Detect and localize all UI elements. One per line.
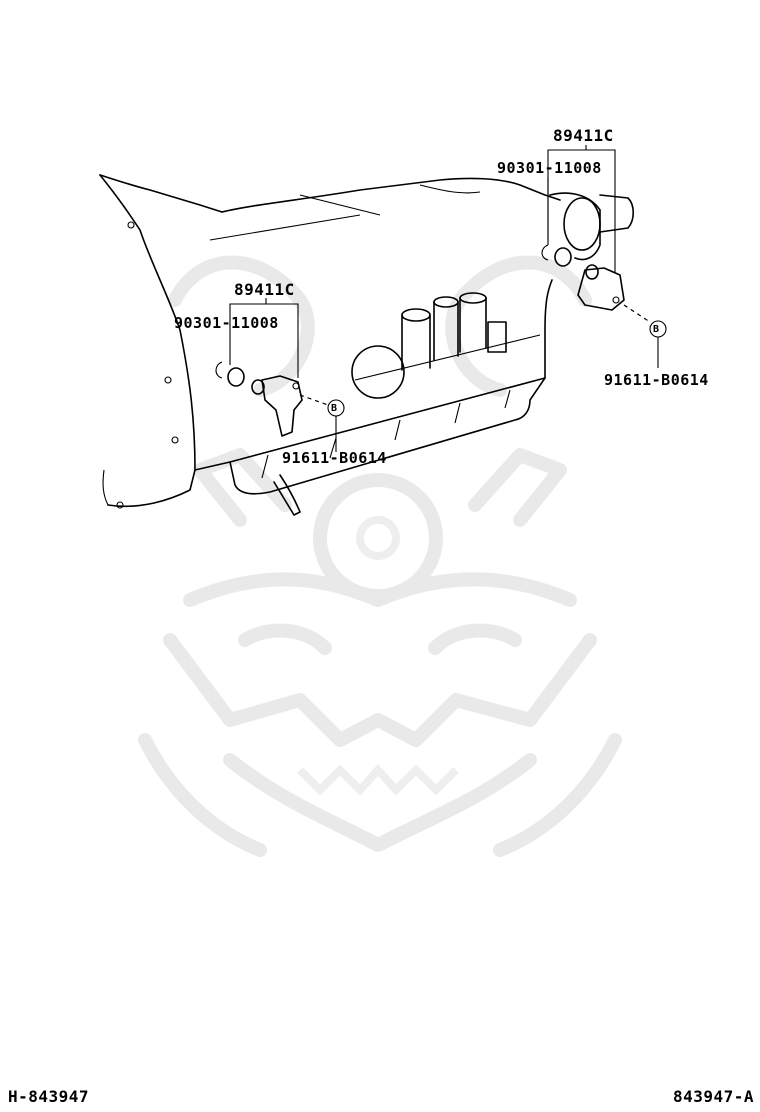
- right-sensor-boss: [549, 192, 635, 261]
- callout-oring-right: 90301-11008: [497, 159, 602, 177]
- callout-assembly-left: 89411C: [234, 280, 295, 299]
- callout-assembly-right: 89411C: [553, 126, 614, 145]
- leader-lines-left: [229, 298, 337, 452]
- leader-lines-right: [547, 145, 659, 368]
- callout-oring-left: 90301-11008: [174, 314, 279, 332]
- o-ring-left: [227, 367, 245, 387]
- bolt-marker-left: [327, 399, 345, 417]
- speed-sensor-left: [251, 375, 303, 516]
- figure-id-left: H-843947: [8, 1087, 90, 1106]
- bolt-marker-right: [649, 320, 667, 338]
- o-ring-right: [554, 247, 572, 267]
- figure-id-right: 843947-A: [672, 1087, 754, 1106]
- bell-housing-outline: [99, 174, 196, 508]
- solenoid-cluster: [351, 292, 541, 399]
- callout-bolt-left: 91611-B0614: [282, 449, 387, 467]
- transmission-case-outline: [221, 177, 561, 213]
- bolt-marker-right-letter: B: [653, 324, 660, 335]
- oil-pan-outline: [229, 377, 546, 495]
- speed-sensor-right: [577, 264, 625, 311]
- bolt-marker-left-letter: B: [331, 403, 338, 414]
- callout-bolt-right: 91611-B0614: [604, 371, 709, 389]
